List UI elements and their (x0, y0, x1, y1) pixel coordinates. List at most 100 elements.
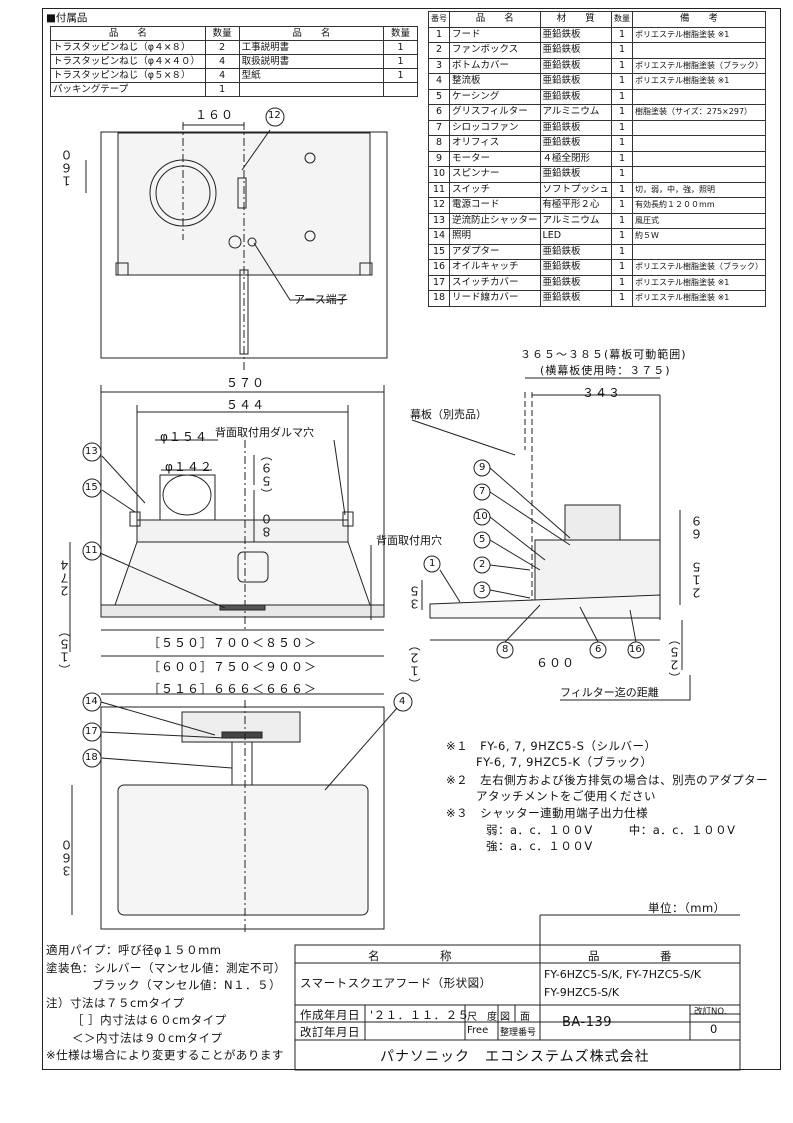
callout-10: 10 (475, 511, 488, 522)
model-number-2: FY-9HZC5-S/K (544, 986, 620, 999)
table-cell: 1 (383, 54, 418, 69)
side-motor (564, 504, 621, 541)
callout-9: 9 (479, 462, 486, 473)
dim-343: ３４３ (582, 386, 622, 400)
front-panel-label: 幕板（別売品） (410, 408, 487, 421)
rear-mount-hole-label: 背面取付用穴 (376, 534, 442, 547)
front-duct (159, 474, 216, 521)
dim-274: ２７４ (58, 558, 72, 597)
dim-dia-154: φ１５４ (160, 430, 208, 444)
callout-3: 3 (479, 584, 486, 595)
table-row: パッキングテープ 1 (50, 82, 418, 97)
callout-18: 18 (85, 752, 98, 763)
created-label: 作成年月日 (300, 1008, 360, 1022)
dim-25: （２５） (668, 632, 682, 684)
callout-15: 15 (85, 482, 98, 493)
note-2a: ※２ 左右側方および後方排気の場合は、別売のアダプター (446, 773, 769, 787)
dim-80: ８０ (260, 512, 274, 538)
company-name: パナソニック エコシステムズ株式会社 (380, 1049, 650, 1065)
model-number-1: FY-6HZC5-S/K, FY-7HZC5-S/K (544, 968, 702, 981)
dim-12: （１２） (408, 638, 422, 690)
callout-4: 4 (399, 696, 406, 707)
note-3b: 弱：a．c．１００V 中：a．c．１００V (486, 823, 736, 837)
created-date: '２１．１１．２５ (370, 1008, 470, 1022)
filter-distance-label: フィルター迄の距離 (560, 686, 659, 699)
callout-7: 7 (479, 486, 486, 497)
dim-69: ６９ (690, 514, 704, 540)
note-3a: ※３ シャッター連動用端子出力仕様 (446, 806, 649, 820)
front-fan-box (136, 519, 349, 543)
dim-600: ６００ (536, 656, 576, 670)
table-cell (383, 82, 418, 97)
callout-16: 16 (629, 644, 642, 655)
spec-note-2: ［ ］内寸法は６０cmタイプ (72, 1013, 227, 1027)
table-cell: パッキングテープ (50, 82, 206, 97)
spec-color-1: 塗装色：シルバー（マンセル値：測定不可） (46, 961, 286, 975)
dim-15: （１５） (58, 624, 72, 676)
dim-160-vertical: １６０ (60, 148, 74, 187)
drawing-label: 図 面 (500, 1012, 530, 1023)
front-hood (114, 541, 371, 606)
note-1a: ※１ FY-6, 7, 9HZC5-S（シルバー） (446, 739, 657, 753)
earth-terminal-label: アース端子 (294, 293, 348, 306)
dim-range: ３６５～３８５(幕板可動範囲) (520, 348, 687, 361)
callout-12: 12 (268, 110, 281, 121)
table-cell: 17 (428, 274, 450, 291)
callout-2: 2 (479, 559, 486, 570)
spec-note-1: 注）寸法は７５cmタイプ (46, 996, 185, 1010)
side-fan-box (534, 539, 661, 603)
unit-label: 単位：（mm） (648, 901, 726, 915)
spec-note-3: ＜＞内寸法は９０cmタイプ (72, 1031, 223, 1045)
bottom-view-outline (100, 706, 385, 930)
note-3c: 強：a．c．１００V (486, 839, 593, 853)
table-cell: 12 (428, 197, 450, 214)
table-cell: ポリエステル樹脂塗装 ※1 (632, 290, 767, 307)
dim-width-inner: ［５５０］７００＜８５０＞ (148, 636, 318, 650)
dim-range-sub: (横幕板使用時：３７５) (540, 364, 671, 377)
accessories-title: ■付属品 (46, 12, 88, 24)
revision-label: 改訂NO. (694, 1007, 727, 1017)
rear-darma-hole-label: 背面取付用ダルマ穴 (215, 426, 314, 439)
table-cell: 有効長約１２００mm (632, 197, 767, 214)
callout-17: 17 (85, 726, 98, 737)
callout-13: 13 (85, 446, 98, 457)
dim-570: ５７０ (226, 376, 266, 390)
ref-number: BA-139 (562, 1015, 613, 1030)
title-name-header: 名 称 (368, 949, 452, 963)
dim-59: （５９） (260, 448, 274, 500)
callout-5: 5 (479, 534, 486, 545)
revision-value: 0 (710, 1022, 718, 1036)
spec-note-4: ※仕様は場合により変更することがあります (46, 1048, 284, 1062)
title-number-header: 品 番 (588, 949, 672, 963)
spec-color-2: ブラック（マンセル値：N１．５） (92, 978, 282, 992)
callout-6: 6 (595, 644, 602, 655)
revised-label: 改訂年月日 (300, 1025, 360, 1039)
dim-360: ３６０ (60, 838, 74, 877)
callout-8: 8 (502, 644, 509, 655)
dim-215: ２１５ (690, 560, 704, 599)
dim-dia-142: φ１４２ (165, 460, 213, 474)
ref-label: 整理番号 (500, 1028, 537, 1038)
note-1b: FY-6, 7, 9HZC5-K（ブラック） (476, 755, 653, 769)
table-cell: 10 (428, 166, 450, 183)
table-header-row: 番号 品 名 材 質 数量 備 考 (428, 11, 767, 28)
spec-pipe: 適用パイプ：呼び径φ１５０mm (46, 943, 222, 957)
scale-value: Free (467, 1025, 489, 1036)
table-cell: 18 (428, 290, 450, 307)
callout-14: 14 (85, 696, 98, 707)
dim-bottom-width: ［５１６］６６６＜６６６＞ (148, 682, 318, 696)
dim-160-horizontal: １６０ (195, 108, 235, 122)
